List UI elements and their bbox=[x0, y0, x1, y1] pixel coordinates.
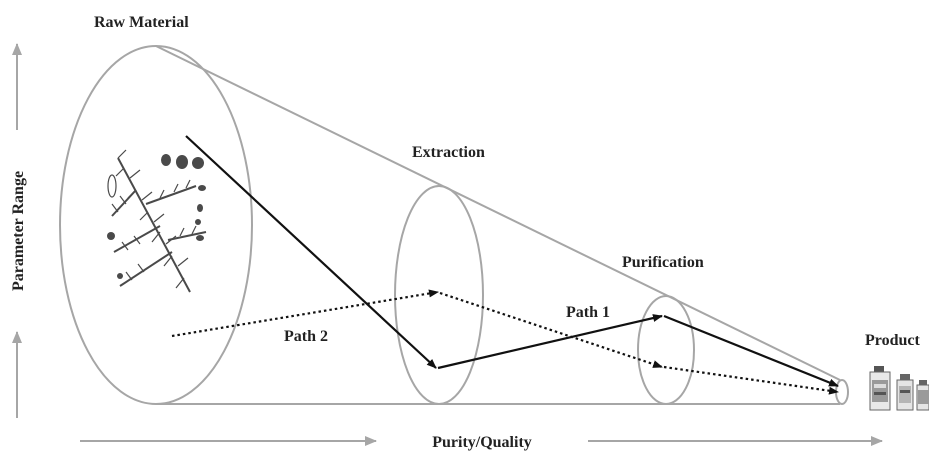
vial-large bbox=[869, 366, 891, 411]
product-ellipse bbox=[835, 379, 849, 405]
x-axis-label: Purity/Quality bbox=[432, 434, 532, 451]
medicine-vials bbox=[869, 366, 929, 411]
purification-label: Purification bbox=[622, 254, 704, 271]
path-1-label: Path 1 bbox=[566, 304, 610, 321]
raw-material-ellipse bbox=[59, 45, 253, 405]
vial-small bbox=[916, 380, 929, 411]
extraction-ellipse bbox=[394, 185, 484, 405]
product-label: Product bbox=[865, 332, 920, 349]
funnel-cone bbox=[59, 45, 849, 405]
raw-material-label: Raw Material bbox=[94, 14, 189, 31]
path-2-line bbox=[171, 289, 839, 395]
purification-ellipse bbox=[637, 295, 695, 405]
path-2-label: Path 2 bbox=[284, 328, 328, 345]
vial-medium bbox=[896, 374, 914, 411]
yew-plant-illustration bbox=[107, 149, 207, 293]
extraction-label: Extraction bbox=[412, 144, 485, 161]
y-axis-label: Parameter Range bbox=[10, 171, 27, 291]
path-1-line bbox=[185, 135, 839, 388]
cone-top-edge bbox=[155, 45, 841, 381]
